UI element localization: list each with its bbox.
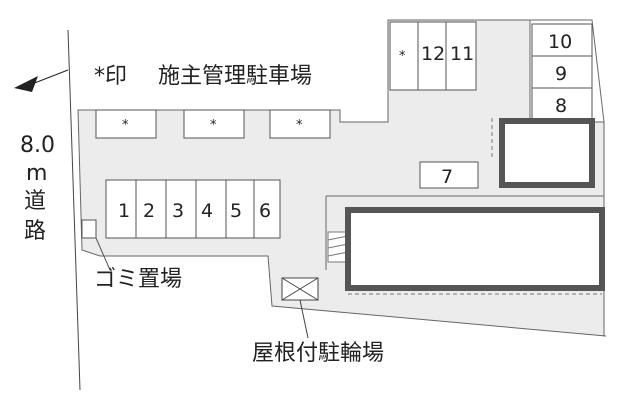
garbage-leader-line: [95, 237, 111, 271]
spot-11-label: 11: [450, 43, 474, 65]
bike-label: 屋根付駐輪場: [252, 341, 384, 366]
garbage-label: ゴミ置場: [94, 267, 182, 292]
owner-space-mark-3: *: [296, 118, 303, 133]
spots-bottom-row: 1 2 3 4 5 6: [105, 179, 281, 239]
main-building: [345, 207, 605, 291]
spots-right-column: 10 9 8: [531, 23, 593, 121]
site-boundary-right: [530, 19, 605, 123]
spot-7: [419, 161, 479, 189]
spot-1-label: 1: [118, 200, 130, 222]
owner-space-mark-2: *: [210, 118, 217, 133]
road-width: 8.0: [20, 133, 55, 158]
spot-12-label: 12: [421, 43, 445, 65]
spot-owner-mark: *: [399, 49, 406, 64]
legend-star: *印: [94, 64, 127, 89]
owner-space-1: [95, 109, 157, 139]
spot-9-label: 9: [555, 63, 567, 85]
garbage-area: [81, 219, 97, 239]
spot-8-label: 8: [555, 95, 567, 117]
spot-7-label: 7: [441, 166, 453, 188]
owner-space-3: [269, 109, 331, 139]
spot-10-label: 10: [548, 31, 572, 53]
north-arrow-icon: [14, 76, 38, 92]
road-edge-line: [67, 29, 81, 391]
legend-text: 施主管理駐車場: [158, 64, 312, 89]
owner-space-2: [183, 109, 245, 139]
spot-2-label: 2: [143, 200, 155, 222]
road-unit: m: [26, 161, 47, 186]
north-arrow-line: [31, 69, 69, 85]
bike-parking-cross-2: [281, 277, 319, 301]
spot-5-label: 5: [230, 200, 242, 222]
owner-space-mark-1: *: [122, 118, 129, 133]
spot-6-label: 6: [259, 200, 271, 222]
road-label-2: 路: [24, 219, 46, 244]
small-building: [499, 118, 595, 188]
road-label-1: 道: [24, 189, 46, 214]
stairs: [327, 231, 349, 263]
spot-3-label: 3: [172, 200, 184, 222]
spots-top-row: * 12 11: [389, 21, 477, 91]
spot-4-label: 4: [201, 200, 213, 222]
bike-leader-line: [299, 299, 309, 339]
